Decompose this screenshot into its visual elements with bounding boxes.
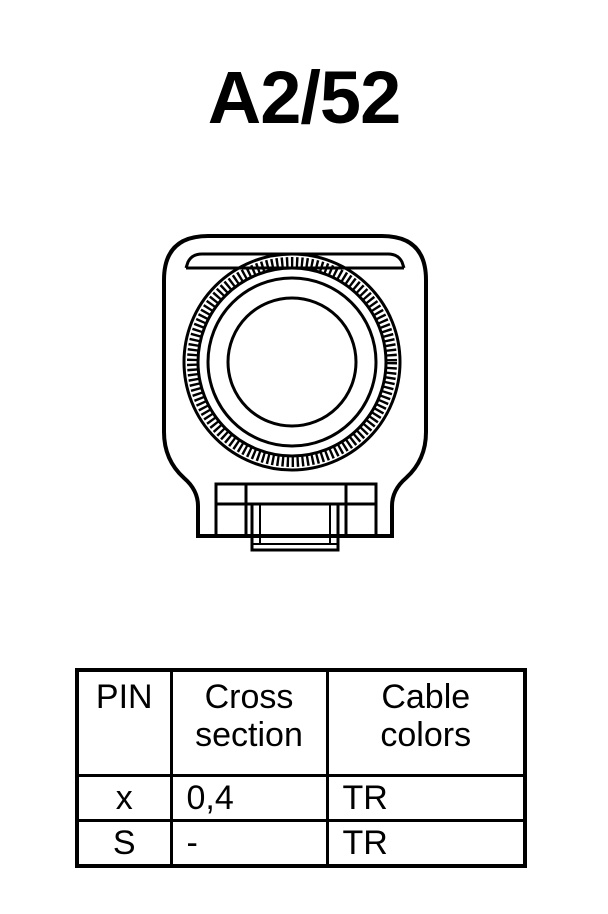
connector-latch-tab [250, 502, 340, 552]
header-cross-section: Cross section [169, 668, 329, 777]
connector-housing-inner [184, 252, 406, 269]
pin-cell: x [75, 774, 173, 822]
pin-table: PIN Cross section Cable colors x 0,4 TR … [75, 668, 527, 868]
header-pin: PIN [75, 668, 173, 777]
connector-face-icon [162, 234, 428, 552]
connector-nut [206, 276, 378, 448]
table-row: S - TR [75, 819, 527, 868]
cross-section-cell: 0,4 [169, 774, 329, 822]
connector-housing [162, 234, 428, 538]
diagram-title: A2/52 [207, 56, 401, 139]
connector-latch-block [214, 482, 378, 538]
connector-knurl-ring [187, 257, 397, 467]
cable-color-cell: TR [325, 819, 527, 868]
table-row: x 0,4 TR [75, 774, 527, 822]
pin-table-header: PIN Cross section Cable colors [75, 668, 527, 777]
cross-section-cell: - [169, 819, 329, 868]
connector-outer-ring [182, 252, 402, 472]
cable-color-cell: TR [325, 774, 527, 822]
pin-cell: S [75, 819, 173, 868]
header-cable-colors: Cable colors [325, 668, 527, 777]
connector-socket [226, 296, 358, 428]
connector-knurl-inner [196, 266, 388, 458]
